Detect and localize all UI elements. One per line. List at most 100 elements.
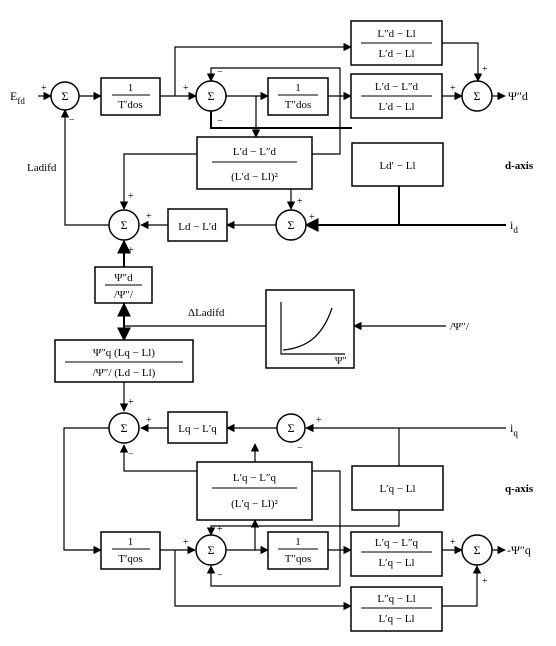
lad-ifd-label: Ladifd — [27, 162, 57, 174]
block-psiq-ratio: Ψ″q (Lq − Ll) /Ψ″/ (Ld − Ll) — [54, 339, 194, 383]
block-d-gain-top-num: L″d − Ll — [377, 28, 415, 40]
input-iq-label: iq — [510, 421, 518, 438]
sum-psi-q: Σ — [461, 534, 493, 566]
sum-iq-symbol: Σ — [288, 421, 295, 435]
block-lpq-ll-label: L′q − Ll — [379, 483, 415, 495]
input-efd-label: Efd — [10, 89, 25, 106]
block-d-feedback: L′d − L″d (L′d − Ll)² — [196, 136, 313, 190]
block-d-gain-top-den: L′d − Ll — [378, 48, 414, 60]
signal-wires — [38, 42, 506, 611]
sign: + — [482, 64, 488, 75]
block-psiq-ratio-num: Ψ″q (Lq − Ll) — [93, 347, 155, 359]
block-q-gain-bot-num: L″q − Ll — [377, 593, 415, 605]
block-ld-lpd: Ld − L′d — [167, 208, 228, 242]
sum-psi-d: Σ — [461, 80, 493, 112]
block-psiq-ratio-den: /Ψ″/ (Ld − Ll) — [93, 367, 156, 379]
block-tqo-prime: 1 T′qos — [100, 531, 161, 570]
block-tdo-prime-den: T′dos — [118, 99, 142, 111]
block-lq-lpq: Lq − L′q — [167, 411, 228, 444]
sum-lad-symbol: Σ — [121, 218, 128, 232]
block-q-fb-num: L′q − L″q — [233, 472, 277, 484]
summing-junctions: Σ Σ Σ Σ Σ Σ Σ Σ Σ — [50, 80, 493, 566]
block-tdo-dprime-num: 1 — [295, 82, 301, 94]
sum-d-flux: Σ — [195, 80, 227, 112]
sum-efd-symbol: Σ — [62, 89, 69, 103]
q-axis-label: q-axis — [505, 483, 534, 495]
sum-q-flux-symbol: Σ — [208, 543, 215, 557]
sign: + — [128, 397, 134, 408]
junction-signs: + − + − − + + + + + + + + + − + − + + − … — [41, 64, 488, 587]
block-tqo-dprime: 1 T″qos — [267, 531, 329, 570]
block-d-gain-mid-den: L′d − Ll — [378, 101, 414, 113]
block-q-gain-mid-num: L′q − L″q — [375, 537, 419, 549]
sum-id-symbol: Σ — [288, 218, 295, 232]
block-d-gain-mid-num: L′d − L″d — [375, 81, 419, 93]
sign: + — [128, 245, 134, 256]
d-axis-label: d-axis — [505, 160, 534, 172]
sum-id: Σ — [275, 209, 307, 241]
sign: − — [217, 116, 223, 127]
output-psi-d-label: Ψ″d — [508, 89, 528, 103]
block-psi-ratio: Ψ″d /Ψ″/ — [94, 266, 153, 304]
sign: − — [217, 67, 223, 78]
block-tqo-dprime-num: 1 — [295, 536, 301, 548]
sum-psi-q-symbol: Σ — [474, 543, 481, 557]
sign: − — [297, 443, 303, 454]
sign: + — [482, 576, 488, 587]
sign: + — [309, 212, 315, 223]
sum-lad: Σ — [108, 209, 140, 241]
block-ld-lpd-label: Ld − L′d — [178, 221, 217, 233]
sign: − — [217, 570, 223, 581]
block-q-feedback: L′q − L″q (L′q − Ll)² — [196, 461, 313, 521]
block-q-fb-den: (L′q − Ll)² — [231, 498, 278, 510]
sign: − — [128, 449, 134, 460]
sum-psi-d-symbol: Σ — [474, 89, 481, 103]
block-d-gain-top: L″d − Ll L′d − Ll — [350, 20, 443, 66]
input-psi-mag-label: /Ψ″/ — [450, 321, 470, 333]
block-q-gain-mid-den: L′q − Ll — [378, 557, 414, 569]
block-saturation: Ψ″ — [265, 289, 355, 369]
block-q-gain-bot: L″q − Ll L′q − Ll — [350, 586, 443, 632]
block-tdo-dprime: 1 T″dos — [267, 77, 329, 116]
sign: − — [69, 115, 75, 126]
signal-labels: Efd id iq /Ψ″/ Ψ″d -Ψ″q Ladifd ΔLadifd d… — [10, 89, 534, 557]
sign: + — [183, 537, 189, 548]
sign: + — [183, 83, 189, 94]
block-tdo-prime-num: 1 — [128, 82, 134, 94]
block-d-gain-mid: L′d − L″d L′d − Ll — [350, 73, 443, 119]
output-psi-q-label: -Ψ″q — [507, 543, 531, 557]
saturation-axis-label: Ψ″ — [335, 356, 347, 367]
sign: + — [146, 211, 152, 222]
block-tqo-prime-num: 1 — [128, 536, 134, 548]
block-ld-ll: Ld′ − Ll — [351, 142, 444, 187]
sign: + — [146, 415, 152, 426]
block-lpq-ll: L′q − Ll — [351, 465, 444, 511]
block-q-gain-mid: L′q − L″q L′q − Ll — [350, 531, 443, 577]
sum-efd: Σ — [50, 81, 80, 111]
sum-q-in-symbol: Σ — [121, 421, 128, 435]
input-id-label: id — [510, 218, 518, 235]
sign: + — [450, 83, 456, 94]
delta-lad-ifd-label: ΔLadifd — [188, 307, 225, 319]
sum-d-flux-symbol: Σ — [208, 89, 215, 103]
block-psi-ratio-den: /Ψ″/ — [114, 289, 134, 301]
block-tqo-dprime-den: T″qos — [285, 553, 312, 565]
block-lq-lpq-label: Lq − L′q — [178, 423, 217, 435]
block-tdo-prime: 1 T′dos — [100, 77, 161, 116]
sign: + — [297, 196, 303, 207]
block-tqo-prime-den: T′qos — [118, 553, 142, 565]
block-tdo-dprime-den: T″dos — [285, 99, 312, 111]
sign: + — [128, 191, 134, 202]
sum-q-in: Σ — [108, 412, 140, 444]
block-psi-ratio-num: Ψ″d — [114, 272, 133, 284]
block-ld-ll-label: Ld′ − Ll — [379, 160, 415, 172]
block-d-fb-num: L′d − L″d — [233, 146, 277, 158]
sum-iq: Σ — [276, 413, 306, 443]
block-q-gain-bot-den: L′q − Ll — [378, 613, 414, 625]
sign: + — [41, 83, 47, 94]
sum-q-flux: Σ — [195, 534, 227, 566]
sign: + — [217, 524, 223, 535]
sign: + — [316, 415, 322, 426]
block-d-fb-den: (L′d − Ll)² — [231, 171, 278, 183]
